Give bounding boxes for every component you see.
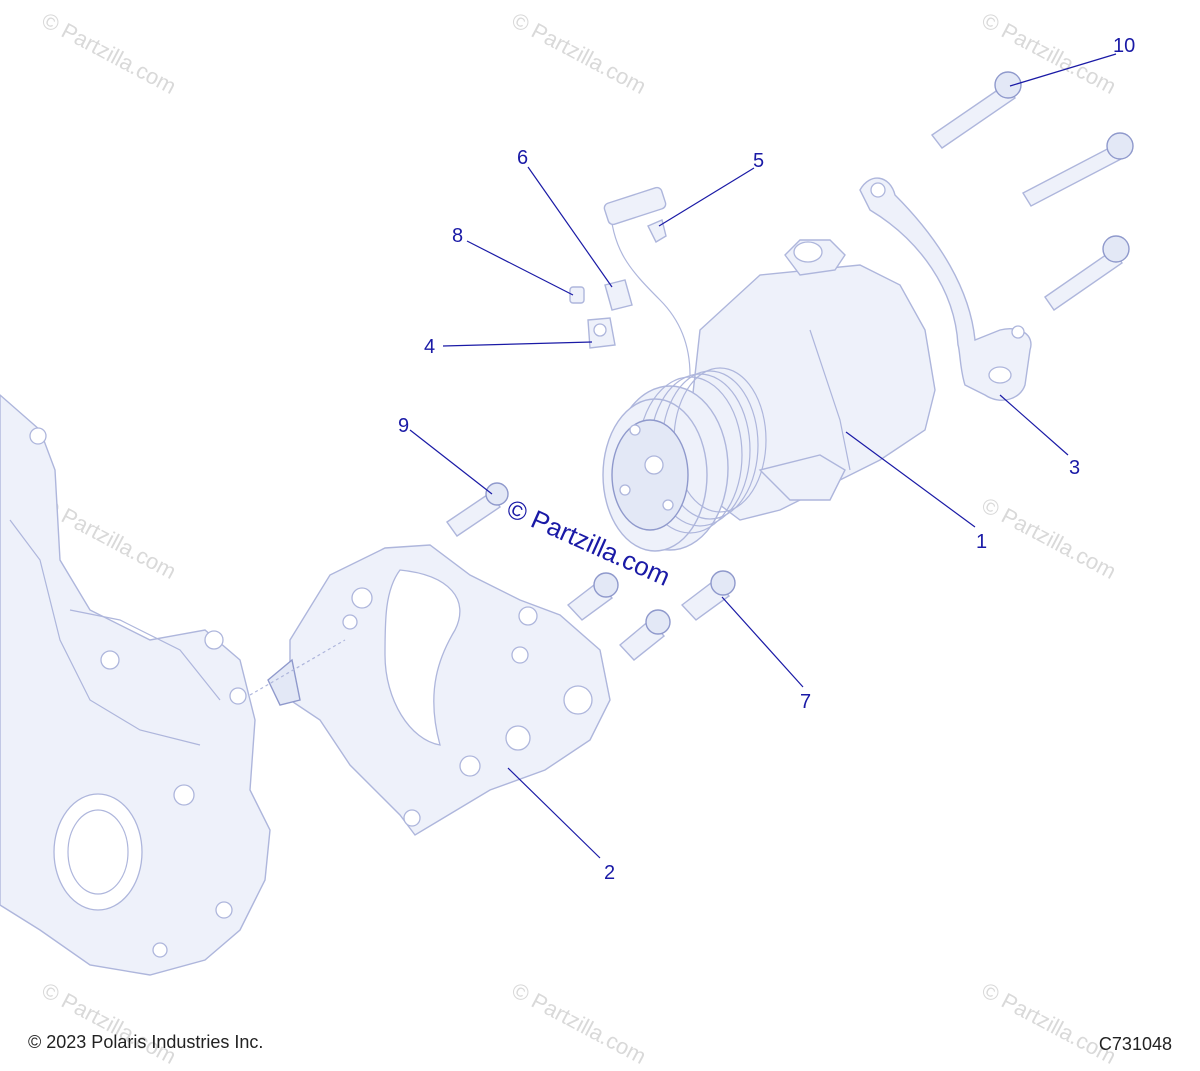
copyright-text: © 2023 Polaris Industries Inc.	[28, 1032, 264, 1052]
clip-and-screw	[569, 286, 616, 349]
leader-6	[527, 166, 613, 288]
callout-7: 7	[800, 691, 811, 713]
leader-5	[658, 167, 755, 227]
strap-bracket	[859, 177, 1032, 401]
watermark: © Partzilla.com	[508, 977, 651, 1066]
callout-3: 3	[1069, 457, 1080, 479]
leader-4	[442, 341, 593, 347]
socket-bolts	[566, 570, 736, 661]
callout-5: 5	[753, 150, 764, 172]
callouts: 1 2 3 4 5 6 7 8 9 10	[398, 35, 1135, 884]
diagram-code: C731048	[1098, 1034, 1172, 1054]
long-bolts	[930, 71, 1134, 311]
ac-compressor	[602, 239, 936, 552]
watermark: © Partzilla.com	[38, 7, 181, 99]
mounting-bracket	[249, 544, 611, 836]
callout-10: 10	[1113, 35, 1135, 57]
watermark: © Partzilla.com	[508, 7, 651, 99]
callout-9: 9	[398, 415, 409, 437]
leader-3	[999, 394, 1069, 456]
callout-4: 4	[424, 336, 435, 358]
leader-10	[1009, 53, 1117, 87]
leader-2	[507, 767, 601, 859]
leader-7	[721, 596, 804, 688]
callout-8: 8	[452, 225, 463, 247]
engine-cover	[0, 394, 271, 976]
callout-2: 2	[604, 862, 615, 884]
callout-1: 1	[976, 531, 987, 553]
watermark: © Partzilla.com	[978, 492, 1121, 584]
callout-6: 6	[517, 147, 528, 169]
leader-1	[845, 431, 976, 528]
leader-lines	[409, 53, 1117, 859]
leader-9	[409, 429, 493, 495]
leader-8	[466, 240, 574, 296]
sensor-harness	[603, 186, 691, 376]
bolt-9	[446, 482, 509, 537]
